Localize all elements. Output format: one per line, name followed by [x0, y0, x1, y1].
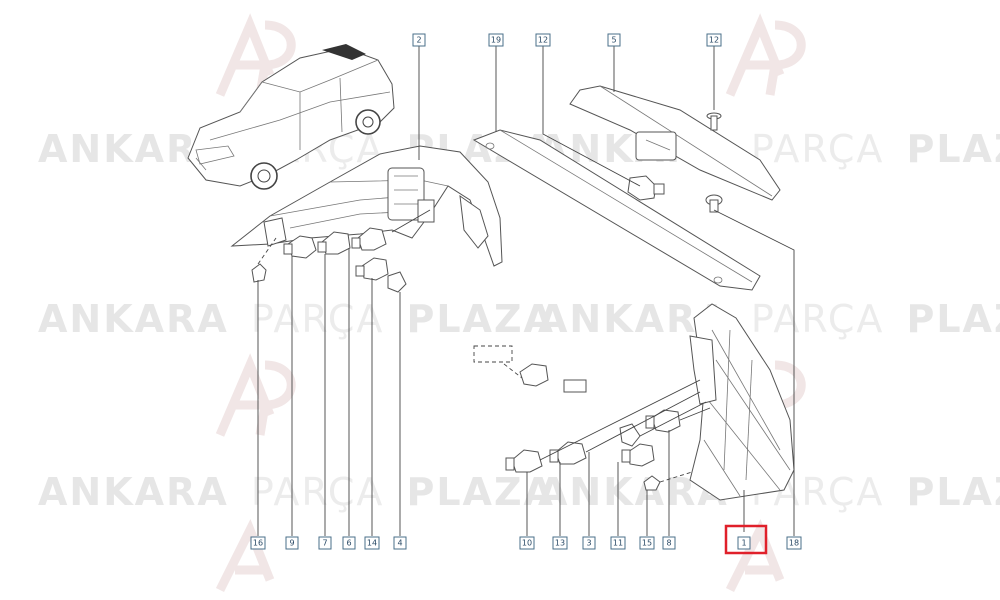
- callout-12-screw: 12: [706, 33, 722, 47]
- connector-icon: [563, 379, 587, 393]
- screw-icon: [706, 112, 722, 131]
- svg-text:4: 4: [397, 539, 402, 548]
- callout-13: 13: [552, 536, 568, 550]
- svg-text:13: 13: [555, 539, 565, 548]
- bulb-icon: [519, 363, 549, 387]
- nut-icon: [251, 263, 267, 283]
- callout-18: 18: [786, 536, 802, 550]
- svg-text:12: 12: [538, 36, 548, 45]
- svg-text:9: 9: [289, 539, 294, 548]
- callout-9: 9: [285, 536, 299, 550]
- watermark-text: ANKARA PARÇA PLAZA: [538, 127, 1000, 171]
- svg-text:15: 15: [642, 539, 652, 548]
- svg-text:18: 18: [789, 539, 799, 548]
- callout-11: 11: [610, 536, 626, 550]
- callout-1: 1: [737, 536, 751, 550]
- bulb-icon: [505, 449, 543, 473]
- center-brake-lamp: [569, 85, 781, 201]
- svg-text:12: 12: [709, 36, 719, 45]
- bulb-icon: [317, 231, 351, 255]
- svg-text:14: 14: [367, 539, 377, 548]
- long-trim-bar: [472, 129, 761, 291]
- optional-bulb-group: [473, 345, 587, 393]
- svg-text:7: 7: [322, 539, 327, 548]
- car-illustration: [187, 44, 395, 190]
- watermark-logo-icon: [725, 519, 785, 593]
- callout-2: 2: [412, 33, 426, 47]
- nut-icon: [643, 475, 661, 491]
- upper-bulbs: [251, 227, 407, 293]
- watermark-logo-icon: [215, 353, 296, 437]
- watermark-text: ANKARA PARÇA PLAZA: [38, 470, 555, 514]
- svg-text:5: 5: [611, 36, 616, 45]
- callout-1-highlight-box: [724, 524, 768, 555]
- callout-6: 6: [342, 536, 356, 550]
- callout-8: 8: [662, 536, 676, 550]
- watermark-logo-icon: [725, 13, 806, 97]
- callout-12: 12: [535, 33, 551, 47]
- bulb-icon: [355, 257, 389, 281]
- placeholder-box: [473, 345, 513, 363]
- bulb-icon: [283, 235, 317, 259]
- svg-text:19: 19: [491, 36, 501, 45]
- svg-text:10: 10: [522, 539, 532, 548]
- svg-text:3: 3: [586, 539, 591, 548]
- watermark-logo-icon: [215, 13, 296, 97]
- bulb-icon: [621, 443, 655, 467]
- callout-19: 19: [488, 33, 504, 47]
- callout-15: 15: [639, 536, 655, 550]
- svg-text:6: 6: [346, 539, 351, 548]
- callout-labels: 2 19 12 5 12 16 9 7: [250, 33, 802, 555]
- watermark-text: ANKARA PARÇA PLAZA: [538, 297, 1000, 341]
- callout-14: 14: [364, 536, 380, 550]
- watermark-text: ANKARA PARÇA PLAZA: [38, 297, 555, 341]
- bulb-icon: [645, 409, 681, 433]
- socket-icon: [619, 423, 641, 447]
- lower-taillight-lens: [689, 303, 795, 501]
- callout-16: 16: [250, 536, 266, 550]
- center-brake-bulb: [627, 175, 665, 201]
- svg-text:8: 8: [666, 539, 671, 548]
- svg-text:2: 2: [416, 36, 421, 45]
- lower-bulbs: [505, 409, 681, 491]
- bulb-icon: [351, 227, 387, 251]
- callout-10: 10: [519, 536, 535, 550]
- svg-text:16: 16: [253, 539, 263, 548]
- callout-4: 4: [393, 536, 407, 550]
- socket-icon: [387, 271, 407, 293]
- clip-icon: [705, 194, 723, 213]
- watermark-logo-icon: [215, 519, 275, 593]
- callout-5: 5: [607, 33, 621, 47]
- callout-7: 7: [318, 536, 332, 550]
- svg-text:1: 1: [741, 539, 746, 548]
- leader-lines: [257, 46, 795, 536]
- bulb-icon: [549, 441, 587, 465]
- svg-text:11: 11: [613, 539, 623, 548]
- callout-3: 3: [582, 536, 596, 550]
